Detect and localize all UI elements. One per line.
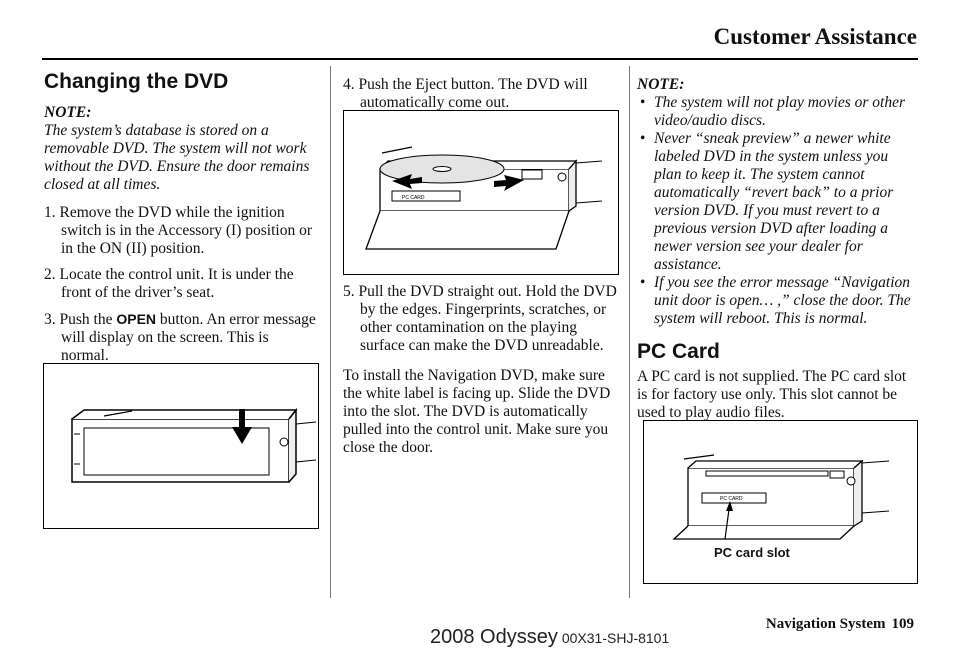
column-divider [629,66,630,598]
column-changing-dvd: Changing the DVD NOTE: The system’s data… [44,66,319,373]
arrow-left-icon [392,174,422,189]
step-5: 5. Pull the DVD straight out. Hold the D… [343,283,617,354]
open-button-label: OPEN [116,311,157,327]
column-eject-lower: 5. Pull the DVD straight out. Hold the D… [343,283,621,467]
section-heading-pc-card: PC Card [637,340,720,363]
footer-model-name: 2008 Odyssey [430,626,558,648]
header-rule [42,58,918,60]
pc-card-slot-illustration: PC CARD [672,454,890,540]
figure-control-unit-open [43,363,319,529]
pc-card-slot-label: PC card slot [714,545,790,560]
note-bullet: •Never “sneak preview” a newer white lab… [640,130,894,273]
pc-card-slot-text: PC CARD [720,496,743,502]
note-label: NOTE: [637,76,685,93]
column-divider [330,66,331,598]
step-3-pre: 3. Push the [44,311,117,328]
footer-section: Navigation System [765,616,886,632]
dvd-eject-illustration: PC CARD [365,146,603,250]
pc-card-slot-text: PC CARD [402,195,425,201]
step-1: 1. Remove the DVD while the ignition swi… [44,204,312,257]
note-bullet: •The system will not play movies or othe… [640,94,905,129]
note-text: The system’s database is stored on a rem… [44,122,310,193]
arrow-up-icon [726,501,733,511]
footer-model-code: 00X31-SHJ-8101 [561,630,670,646]
figure-dvd-eject: PC CARD [343,110,619,275]
step-3: 3. Push the OPEN button. An error messag… [44,310,319,365]
notes-list: •The system will not play movies or othe… [637,94,917,328]
step-2: 2. Locate the control unit. It is under … [44,266,294,301]
install-paragraph: To install the Navigation DVD, make sure… [343,367,611,456]
column-notes-pc-card: NOTE: •The system will not play movies o… [637,66,917,432]
arrow-down-icon [232,409,252,444]
control-unit-illustration [71,407,317,483]
arrow-right-icon [494,175,524,191]
pc-card-paragraph: A PC card is not supplied. The PC card s… [637,368,907,421]
step-3-post: button. An error message will display on… [61,311,316,364]
figure-pc-card-slot: PC CARD PC card slot [643,420,918,584]
note-bullet: •If you see the error message “Navigatio… [640,274,911,327]
steps-list: 1. Remove the DVD while the ignition swi… [44,204,319,365]
column-eject: 4. Push the Eject button. The DVD will a… [343,66,621,120]
note-label: NOTE: [44,104,92,121]
footer-page-info: Navigation System 109 [766,616,914,633]
section-heading-changing-dvd: Changing the DVD [44,70,229,93]
step-4: 4. Push the Eject button. The DVD will a… [343,76,588,111]
header-title: Customer Assistance [713,24,917,49]
page-number: 109 [891,616,915,632]
